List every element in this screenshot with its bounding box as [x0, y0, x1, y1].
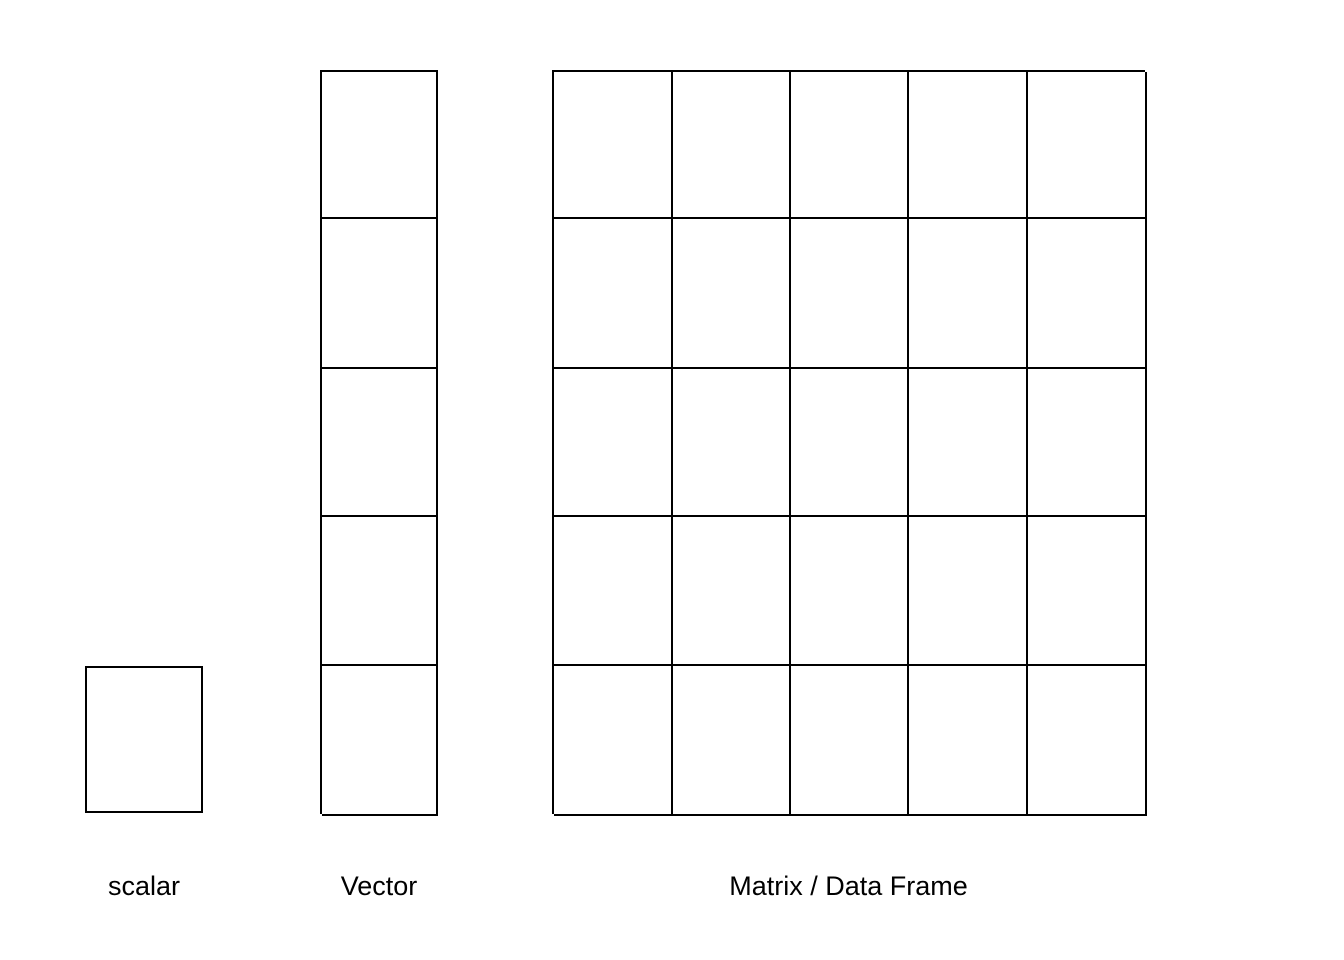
matrix-cell	[909, 666, 1028, 816]
matrix-cell	[554, 219, 673, 369]
matrix-cell	[1028, 219, 1147, 369]
matrix-cell	[909, 72, 1028, 219]
matrix-cell	[909, 369, 1028, 517]
matrix-cell	[791, 219, 909, 369]
vector-cell	[322, 72, 438, 219]
matrix-cell	[554, 369, 673, 517]
matrix-cell	[909, 219, 1028, 369]
scalar-label: scalar	[107, 871, 181, 901]
matrix-cell	[791, 369, 909, 517]
matrix-cell	[673, 666, 791, 816]
matrix-cell	[791, 72, 909, 219]
matrix-label: Matrix / Data Frame	[729, 871, 968, 901]
vector-grid	[320, 70, 438, 816]
matrix-cell	[909, 517, 1028, 666]
matrix-grid	[552, 70, 1147, 816]
matrix-cell	[1028, 72, 1147, 219]
matrix-cell	[1028, 369, 1147, 517]
vector-cell	[322, 517, 438, 666]
matrix-cell	[791, 517, 909, 666]
matrix-cell	[1028, 517, 1147, 666]
matrix-cell	[554, 517, 673, 666]
scalar-grid	[85, 666, 203, 813]
vector-label: Vector	[340, 871, 418, 901]
scalar-cell	[87, 668, 203, 813]
matrix-cell	[554, 666, 673, 816]
matrix-cell	[673, 72, 791, 219]
matrix-cell	[673, 369, 791, 517]
vector-cell	[322, 219, 438, 369]
vector-cell	[322, 369, 438, 517]
matrix-cell	[1028, 666, 1147, 816]
matrix-cell	[673, 517, 791, 666]
matrix-cell	[673, 219, 791, 369]
matrix-cell	[791, 666, 909, 816]
matrix-cell	[554, 72, 673, 219]
vector-cell	[322, 666, 438, 816]
